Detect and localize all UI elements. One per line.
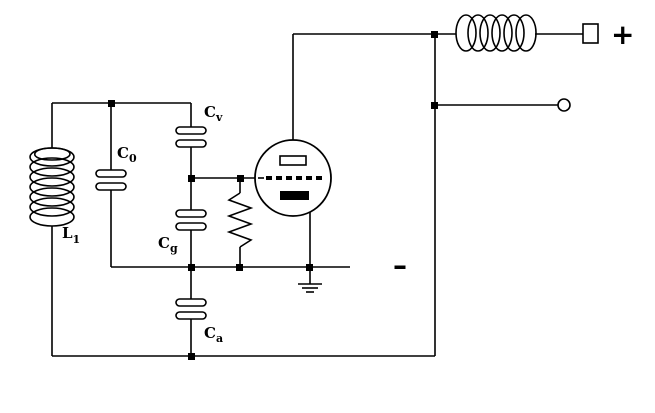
junction-dot bbox=[188, 353, 195, 360]
junction-dot bbox=[188, 264, 195, 271]
label-cg: Cg bbox=[158, 234, 178, 255]
junction-dot bbox=[236, 264, 243, 271]
junction-dot bbox=[237, 175, 244, 182]
plus-sign: + bbox=[611, 18, 634, 51]
capacitor-c0 bbox=[95, 169, 127, 191]
junctions bbox=[108, 31, 438, 360]
label-c0: C0 bbox=[117, 144, 137, 165]
label-l1: L1 bbox=[62, 224, 80, 246]
capacitor-cv bbox=[175, 126, 207, 148]
tube-envelope bbox=[254, 139, 332, 217]
minus-sign: – bbox=[393, 249, 407, 282]
junction-dot bbox=[188, 175, 195, 182]
junction-dot bbox=[108, 100, 115, 107]
inductor-choke bbox=[455, 14, 537, 52]
tube-cathode bbox=[280, 191, 309, 200]
capacitor-ca bbox=[175, 298, 207, 320]
junction-dot bbox=[431, 31, 438, 38]
ground-icon bbox=[298, 283, 322, 293]
tube-plate bbox=[279, 155, 307, 166]
capacitor-cg bbox=[175, 209, 207, 231]
label-ca: Ca bbox=[204, 324, 223, 345]
inductor-l1 bbox=[29, 147, 75, 227]
junction-dot bbox=[431, 102, 438, 109]
label-cv: Cv bbox=[204, 103, 223, 124]
tube-grid bbox=[266, 176, 322, 180]
triode-tube bbox=[254, 139, 332, 217]
wires bbox=[51, 33, 583, 357]
output-terminal bbox=[557, 98, 571, 112]
plus-terminal-box bbox=[582, 23, 599, 44]
junction-dot bbox=[306, 264, 313, 271]
resistor-grid-leak bbox=[226, 192, 254, 248]
